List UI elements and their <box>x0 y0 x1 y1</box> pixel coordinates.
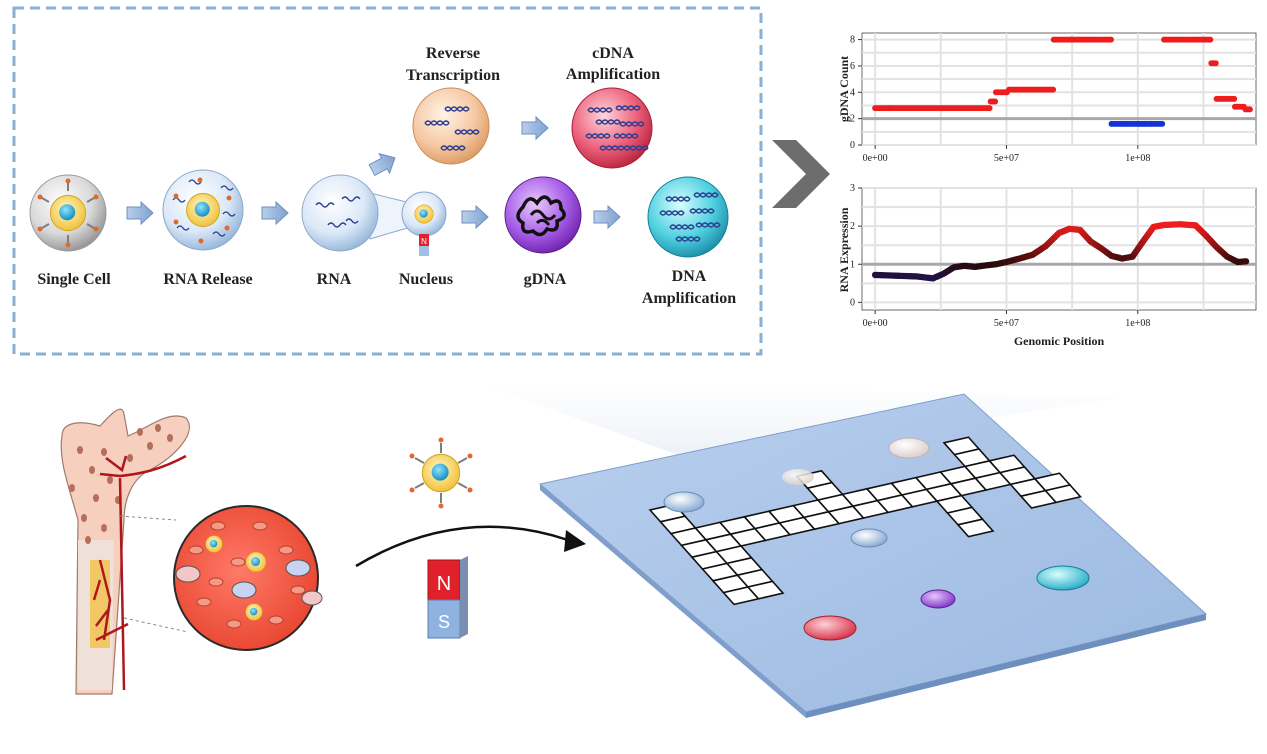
magnet-s-label: S <box>438 612 450 632</box>
gdna-point <box>992 98 999 105</box>
gdna-point <box>1207 36 1214 43</box>
arrow-2 <box>261 201 289 225</box>
chip-chamber <box>806 481 844 501</box>
label-rna-release: RNA Release <box>163 271 252 288</box>
workflow-panel-border <box>12 6 763 356</box>
label-nucleus: Nucleus <box>399 271 453 288</box>
x-tick-label: 5e+07 <box>994 153 1019 164</box>
droplet-purple <box>920 589 956 609</box>
x-tick-label: 0e+00 <box>863 318 888 329</box>
gdna-point <box>986 105 993 112</box>
label-single-cell: Single Cell <box>37 271 111 288</box>
cdna-amplification-sphere <box>571 87 653 169</box>
arrow-to-reverse-transcription <box>366 147 401 181</box>
droplet-blue <box>663 491 705 513</box>
y-tick-label: 8 <box>850 35 855 46</box>
label-reverse-transcription-2: Transcription <box>406 67 500 84</box>
chip-chamber <box>956 518 995 538</box>
arrow-to-gdna <box>461 205 489 229</box>
nucleus-bubble: N <box>401 191 447 256</box>
y-tick-label: 6 <box>850 61 855 72</box>
droplet-grey-right <box>888 437 930 459</box>
floating-cell <box>409 437 473 509</box>
curved-arrow <box>355 525 569 568</box>
y-tick-label: 0 <box>850 297 855 308</box>
gdna-chart-panel <box>861 32 1257 146</box>
reverse-transcription-sphere <box>412 87 490 165</box>
zoom-line-bottom <box>123 617 189 633</box>
label-dna-amplification-2: Amplification <box>642 290 736 307</box>
label-dna-amplification-1: DNA <box>672 268 707 285</box>
y-tick-label: 3 <box>850 183 855 194</box>
curved-arrow-head <box>564 530 586 552</box>
zoom-line-top <box>119 515 177 521</box>
y-tick-label: 0 <box>850 140 855 151</box>
gdna-point <box>1050 86 1057 93</box>
rna-chart-ylabel: RNA Expression <box>837 207 851 292</box>
dna-amplification-sphere <box>647 176 729 258</box>
y-tick-label: 2 <box>850 221 855 232</box>
x-tick-label: 5e+07 <box>994 318 1019 329</box>
rna-chart-xlabel: Genomic Position <box>1014 334 1105 348</box>
rna-chart-panel <box>861 187 1257 311</box>
label-cdna-amplification-1: cDNA <box>592 45 634 62</box>
droplet-center <box>850 528 888 548</box>
chip-grid <box>648 436 1082 606</box>
gdna-chart-ylabel: gDNA Count <box>837 56 851 122</box>
single-cell-sphere <box>29 174 107 252</box>
rna-expression-chart: 0e+00 5e+07 1e+08 0 1 2 3 RNA Expression Genom… <box>837 183 1257 348</box>
droplet-red <box>803 615 857 641</box>
droplet-grey-top <box>782 469 814 485</box>
gdna-point <box>1159 120 1166 127</box>
arrow-to-cdna <box>521 116 549 140</box>
label-cdna-amplification-2: Amplification <box>566 66 660 83</box>
nucleus-magnet-n: N <box>421 237 427 246</box>
x-tick-label: 0e+00 <box>863 153 888 164</box>
gdna-point <box>1212 60 1219 67</box>
marrow-tissue-circle <box>173 505 323 651</box>
chip-chamber <box>1044 484 1082 504</box>
y-tick-label: 1 <box>850 259 855 270</box>
bone-illustration <box>60 408 190 695</box>
label-reverse-transcription-1: Reverse <box>426 45 480 62</box>
gdna-point <box>1107 36 1114 43</box>
x-tick-label: 1e+08 <box>1125 153 1150 164</box>
label-gdna: gDNA <box>524 271 567 288</box>
label-rna: RNA <box>317 271 352 288</box>
rna-point <box>1242 258 1250 265</box>
gdna-count-chart: 0e+00 5e+07 1e+08 0 2 4 6 8 gDNA Count <box>837 32 1257 164</box>
gdna-sphere <box>504 176 582 254</box>
gdna-point <box>1231 95 1238 102</box>
x-tick-label: 1e+08 <box>1125 318 1150 329</box>
gdna-point <box>1246 106 1253 113</box>
y-tick-label: 4 <box>850 87 855 98</box>
y-tick-label: 2 <box>850 114 855 125</box>
chevron-right-icon <box>772 140 830 208</box>
droplet-cyan <box>1036 565 1090 591</box>
microfluidic-chip <box>538 393 1208 718</box>
arrow-1 <box>126 201 154 225</box>
chip-chamber <box>746 580 785 600</box>
arrow-to-dna-amplification <box>593 205 621 229</box>
chip-chamber <box>953 448 991 468</box>
magnet-n-label: N <box>437 573 451 595</box>
magnet-icon: N S <box>427 556 468 639</box>
rna-release-sphere <box>162 169 244 251</box>
